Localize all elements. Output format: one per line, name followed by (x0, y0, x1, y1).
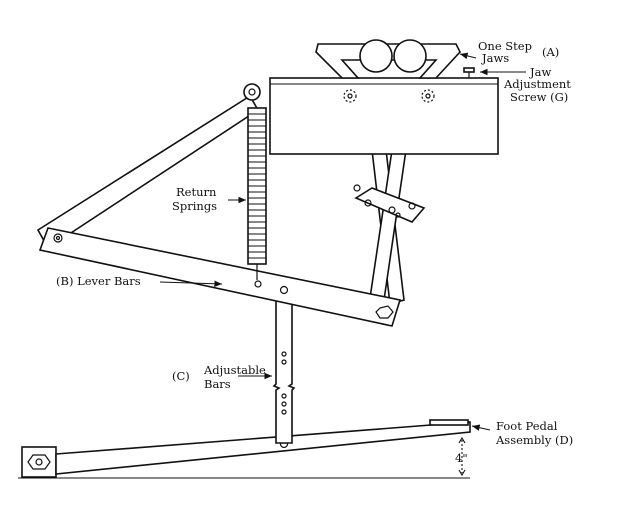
label-bars: Bars (204, 377, 231, 391)
label-adjustable: Adjustable (203, 363, 266, 377)
jaws-pointer (459, 52, 477, 60)
label-a: (A) (542, 45, 559, 59)
label-foot-pedal: Foot Pedal (496, 419, 558, 433)
upper-lever-arm (36, 94, 260, 250)
adjustable-bars (272, 297, 296, 444)
label-jaws: Jaws (481, 51, 509, 65)
label-screw-g: Screw (G) (510, 90, 568, 104)
foot-pedal (55, 419, 471, 475)
linkage-arms (353, 149, 426, 306)
height-dimension (458, 436, 466, 477)
label-c: (C) (172, 369, 190, 383)
label-lever-bars: (B) Lever Bars (56, 274, 141, 288)
lever-bars (38, 227, 402, 327)
jaw-box (269, 77, 499, 155)
base-block (21, 446, 57, 478)
pedal-pointer (471, 424, 491, 431)
one-step-jaws (315, 39, 461, 79)
return-spring (243, 83, 267, 280)
label-assembly-d: Assembly (D) (495, 433, 573, 447)
label-jaw: Jaw (529, 65, 551, 79)
label-one-step: One Step (478, 39, 532, 53)
label-springs: Springs (172, 199, 217, 213)
label-height: 4" (455, 451, 468, 465)
label-return: Return (176, 185, 217, 199)
lever-pointer (159, 280, 223, 288)
label-adjustment: Adjustment (503, 77, 571, 91)
jaw-adjustment-screw (463, 67, 475, 78)
